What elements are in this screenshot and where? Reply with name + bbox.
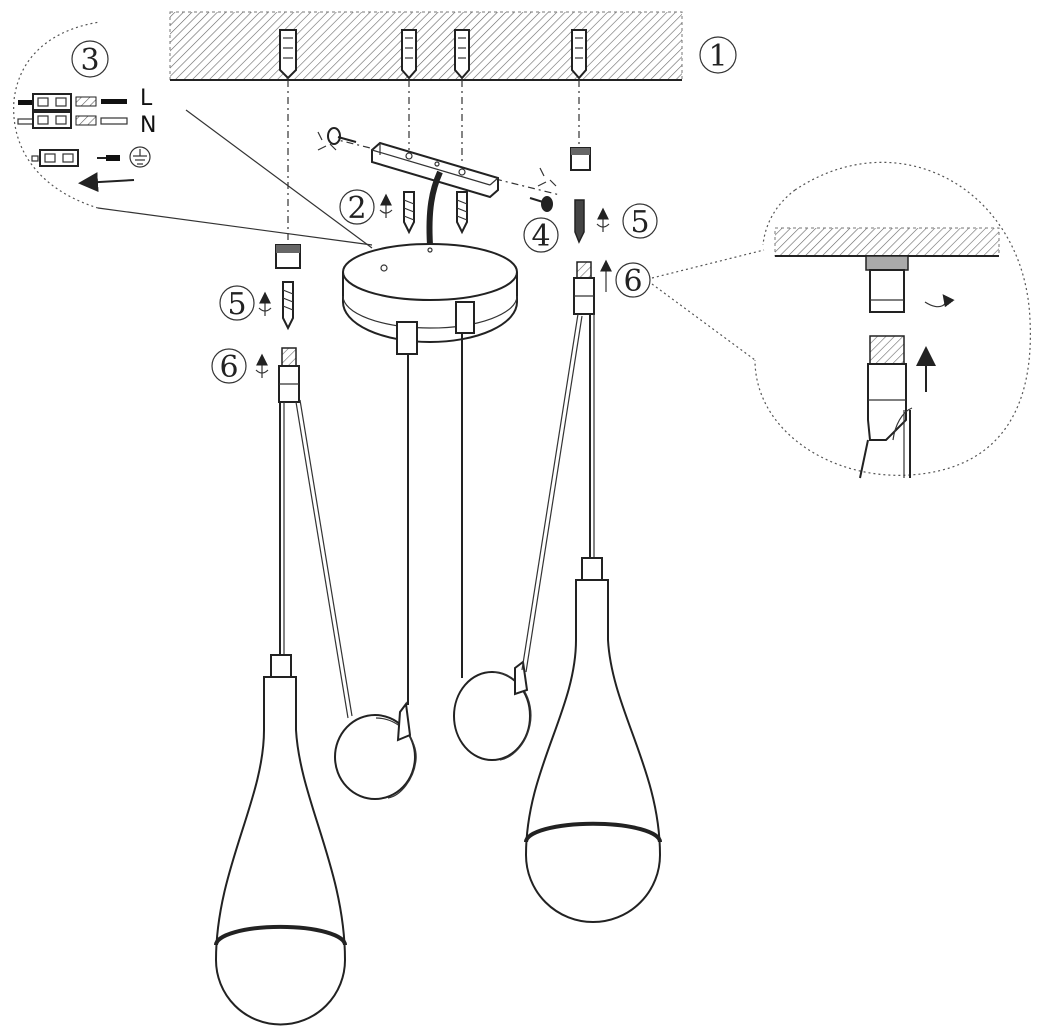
ceiling-canopy — [342, 243, 518, 343]
cable-nut-right — [570, 147, 591, 171]
bracket-screw — [456, 191, 468, 235]
step-5-right-label: 5 — [596, 203, 658, 240]
pendant-right — [521, 261, 662, 923]
svg-text:5: 5 — [227, 287, 246, 322]
svg-text:5: 5 — [630, 205, 649, 240]
wall-plug — [279, 29, 297, 80]
svg-text:6: 6 — [219, 350, 238, 385]
wall-plug — [571, 29, 587, 80]
rotate-arrow-icon — [924, 294, 955, 308]
bracket-screw — [403, 191, 415, 235]
step-3-label: 3 — [71, 40, 109, 78]
cable-screw-right — [574, 199, 585, 244]
step-4-label: 4 — [523, 217, 559, 254]
detail-zoom-callout — [651, 161, 1031, 479]
step-2-label: 2 — [339, 189, 393, 226]
rotate-arrow-icon — [537, 167, 557, 187]
svg-text:2: 2 — [347, 191, 366, 226]
svg-text:L: L — [140, 86, 153, 111]
wall-plug — [401, 29, 417, 80]
pendant-left — [214, 347, 353, 1026]
side-screw-right — [529, 196, 553, 212]
step-1-label: 1 — [699, 36, 737, 74]
terminal-neutral: N — [17, 111, 156, 138]
guide-lines — [287, 80, 580, 245]
svg-text:1: 1 — [708, 39, 727, 74]
side-screw-left — [327, 127, 357, 145]
terminal-live: L — [18, 86, 153, 111]
arrow-left-icon — [78, 172, 135, 193]
ceiling — [169, 11, 683, 81]
step-6-right-label: 6 — [600, 259, 651, 299]
step-5-left-label: 5 — [219, 285, 272, 322]
rotate-arrow-icon — [317, 131, 337, 151]
svg-text:N: N — [140, 113, 156, 138]
svg-text:4: 4 — [531, 219, 550, 254]
wall-plugs — [279, 29, 587, 80]
pendant-disc-left — [334, 321, 418, 800]
svg-text:6: 6 — [623, 264, 642, 299]
svg-text:3: 3 — [80, 43, 99, 78]
pendant-disc-right — [453, 301, 532, 761]
mounting-bracket — [371, 141, 499, 246]
cable-screw-left — [282, 281, 294, 331]
terminal-earth — [31, 149, 120, 167]
wiring-callout: 3 L N — [13, 21, 373, 249]
step-6-left-label: 6 — [211, 348, 269, 385]
earth-ground-icon — [129, 146, 151, 168]
cable-nut-left — [275, 244, 301, 269]
wall-plug — [454, 29, 470, 80]
